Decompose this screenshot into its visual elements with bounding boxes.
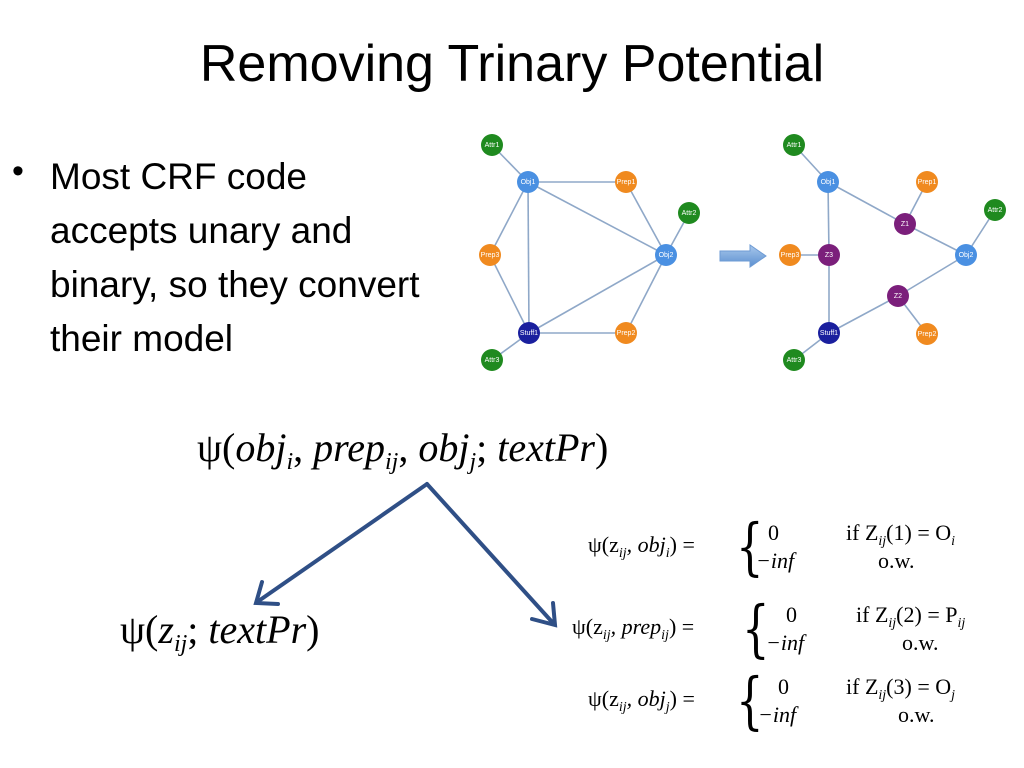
edge [489, 181, 529, 256]
case-formula-3: ψ(zij, objj) = { 0 −inf if Zij(3) = Oj o… [588, 664, 1018, 742]
node-stuff1: Stuff1 [818, 322, 840, 344]
svg-text:Attr2: Attr2 [988, 207, 1003, 214]
split-arrows [253, 482, 558, 628]
svg-text:Obj1: Obj1 [821, 179, 836, 186]
case-value-zero: 0 [768, 520, 779, 545]
brace-icon: { [742, 592, 770, 665]
node-attr1: Attr1 [481, 134, 503, 156]
arrow-right [425, 482, 555, 625]
case-lhs: ψ(zij, prepij) = [572, 614, 695, 643]
case-condition: if Zij(2) = Pij [856, 602, 966, 631]
edge [904, 223, 967, 256]
case-value-inf: −inf [758, 702, 797, 727]
case-otherwise: o.w. [902, 630, 939, 655]
svg-text:Prep3: Prep3 [481, 252, 500, 259]
edge [828, 295, 899, 334]
arrow-right-head [530, 601, 558, 628]
node-obj2: Obj2 [955, 244, 977, 266]
edge [827, 181, 906, 225]
svg-text:Attr3: Attr3 [787, 357, 802, 364]
node-obj1: Obj1 [817, 171, 839, 193]
svg-text:Prep1: Prep1 [617, 179, 636, 186]
edge [625, 254, 667, 334]
edge [489, 254, 530, 334]
node-prep3: Prep3 [779, 244, 801, 266]
left-graph: Attr1 Obj1 Prep1 Attr2 Prep3 Obj2 Stuff1… [479, 134, 700, 371]
case-condition: if Zij(3) = Oj [846, 674, 956, 703]
case-otherwise: o.w. [878, 548, 915, 573]
node-obj2: Obj2 [655, 244, 677, 266]
arrow-left-head [253, 580, 280, 606]
node-obj1: Obj1 [517, 171, 539, 193]
svg-text:Prep2: Prep2 [617, 330, 636, 337]
slide-title: Removing Trinary Potential [199, 35, 825, 93]
node-z1: Z1 [894, 213, 916, 235]
node-attr2: Attr2 [678, 202, 700, 224]
svg-text:Obj2: Obj2 [659, 252, 674, 259]
edge [827, 181, 830, 256]
svg-text:Z1: Z1 [901, 221, 909, 228]
svg-text:Prep2: Prep2 [918, 331, 937, 338]
case-formula-2: ψ(zij, prepij) = { 0 −inf if Zij(2) = Pi… [572, 592, 1018, 670]
case-value-inf: −inf [756, 548, 795, 573]
edge [527, 181, 667, 256]
case-value-zero: 0 [786, 602, 797, 627]
svg-text:Prep1: Prep1 [918, 179, 937, 186]
case-lhs: ψ(zij, objj) = [588, 686, 695, 715]
node-prep3: Prep3 [479, 244, 501, 266]
brace-icon: { [736, 664, 764, 737]
node-stuff1: Stuff1 [518, 322, 540, 344]
edge [528, 254, 667, 334]
node-prep1: Prep1 [916, 171, 938, 193]
case-lhs: ψ(zij, obji) = [588, 532, 695, 561]
case-condition: if Zij(1) = Oi [846, 520, 956, 549]
z-potential-formula: ψ(zij; textPr) [120, 607, 320, 657]
edge [527, 181, 530, 334]
svg-text:Stuff1: Stuff1 [520, 330, 538, 337]
svg-text:Z3: Z3 [825, 252, 833, 259]
case-otherwise: o.w. [898, 702, 935, 727]
svg-text:Attr1: Attr1 [787, 142, 802, 149]
case-value-inf: −inf [766, 630, 805, 655]
svg-text:Attr2: Attr2 [682, 210, 697, 217]
case-value-zero: 0 [778, 674, 789, 699]
arrow-left [258, 482, 429, 602]
svg-text:Attr3: Attr3 [485, 357, 500, 364]
node-prep2: Prep2 [615, 322, 637, 344]
svg-text:Attr1: Attr1 [485, 142, 500, 149]
node-prep2: Prep2 [916, 323, 938, 345]
bullet-text: Most CRF code accepts unary and binary, … [50, 156, 420, 359]
node-attr3: Attr3 [481, 349, 503, 371]
node-attr2: Attr2 [984, 199, 1006, 221]
case-formula-1: ψ(zij, obji) = { 0 −inf if Zij(1) = Oi o… [588, 510, 1018, 588]
svg-text:Prep3: Prep3 [781, 252, 800, 259]
right-graph: Attr1 Obj1 Prep1 Z1 Attr2 Prep3 Z3 Obj2 … [779, 134, 1006, 371]
node-z3: Z3 [818, 244, 840, 266]
bullet-dot: • [12, 152, 24, 190]
transform-arrow-icon [719, 244, 767, 268]
svg-text:Z2: Z2 [894, 293, 902, 300]
svg-text:Stuff1: Stuff1 [820, 330, 838, 337]
brace-icon: { [736, 510, 764, 583]
edge [625, 181, 667, 256]
edge [897, 254, 967, 297]
svg-text:Obj1: Obj1 [521, 179, 536, 186]
node-z2: Z2 [887, 285, 909, 307]
trinary-potential-formula: ψ(obji, prepij, objj; textPr) [197, 425, 609, 475]
svg-text:Obj2: Obj2 [959, 252, 974, 259]
node-attr3: Attr3 [783, 349, 805, 371]
node-prep1: Prep1 [615, 171, 637, 193]
node-attr1: Attr1 [783, 134, 805, 156]
